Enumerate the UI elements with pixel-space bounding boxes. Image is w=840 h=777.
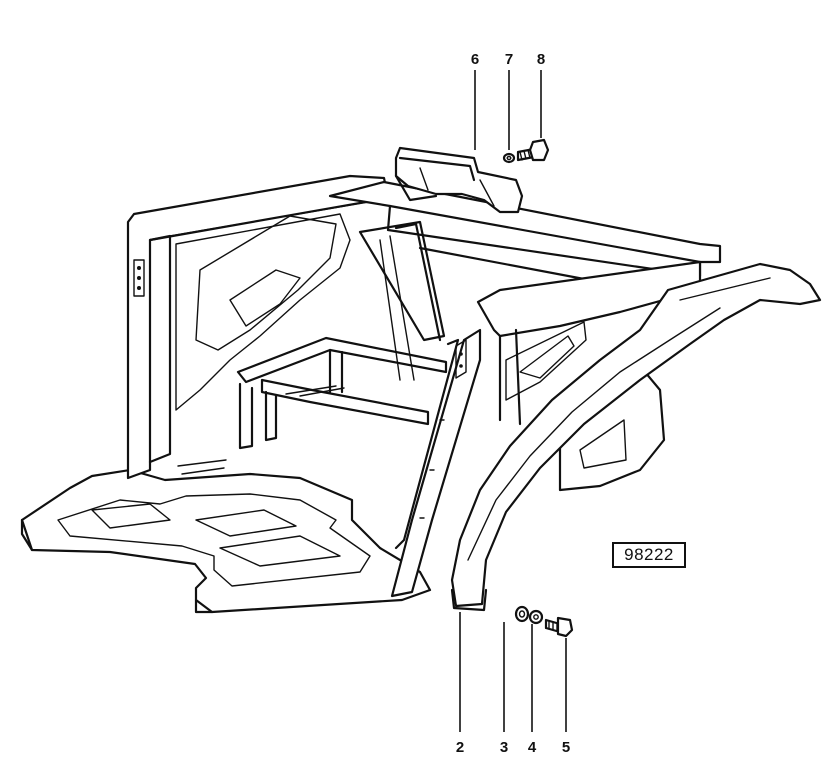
callout-2: 2 (456, 739, 464, 756)
drawing-reference-number: 98222 (612, 542, 686, 568)
callout-4: 4 (528, 739, 537, 756)
nut-part-3 (514, 605, 530, 623)
top-bracket-part-6 (394, 146, 524, 214)
cab-left-wall (126, 174, 390, 480)
seat-support-frame (236, 220, 448, 450)
callout-5: 5 (562, 739, 570, 756)
fender-part-2 (450, 262, 822, 612)
callout-6: 6 (471, 51, 479, 68)
washer-part-7 (502, 152, 516, 164)
front-right-pillar (390, 328, 482, 598)
callout-labels: 6 7 8 2 3 4 5 (456, 51, 570, 756)
bolt-part-5 (544, 616, 574, 638)
washer-part-4 (528, 609, 544, 625)
bolt-part-8 (516, 138, 550, 162)
callout-leader-lines (459, 70, 567, 732)
callout-3: 3 (500, 739, 508, 756)
callout-7: 7 (505, 51, 513, 68)
cab-floor-platform (20, 459, 432, 614)
callout-8: 8 (537, 51, 545, 68)
